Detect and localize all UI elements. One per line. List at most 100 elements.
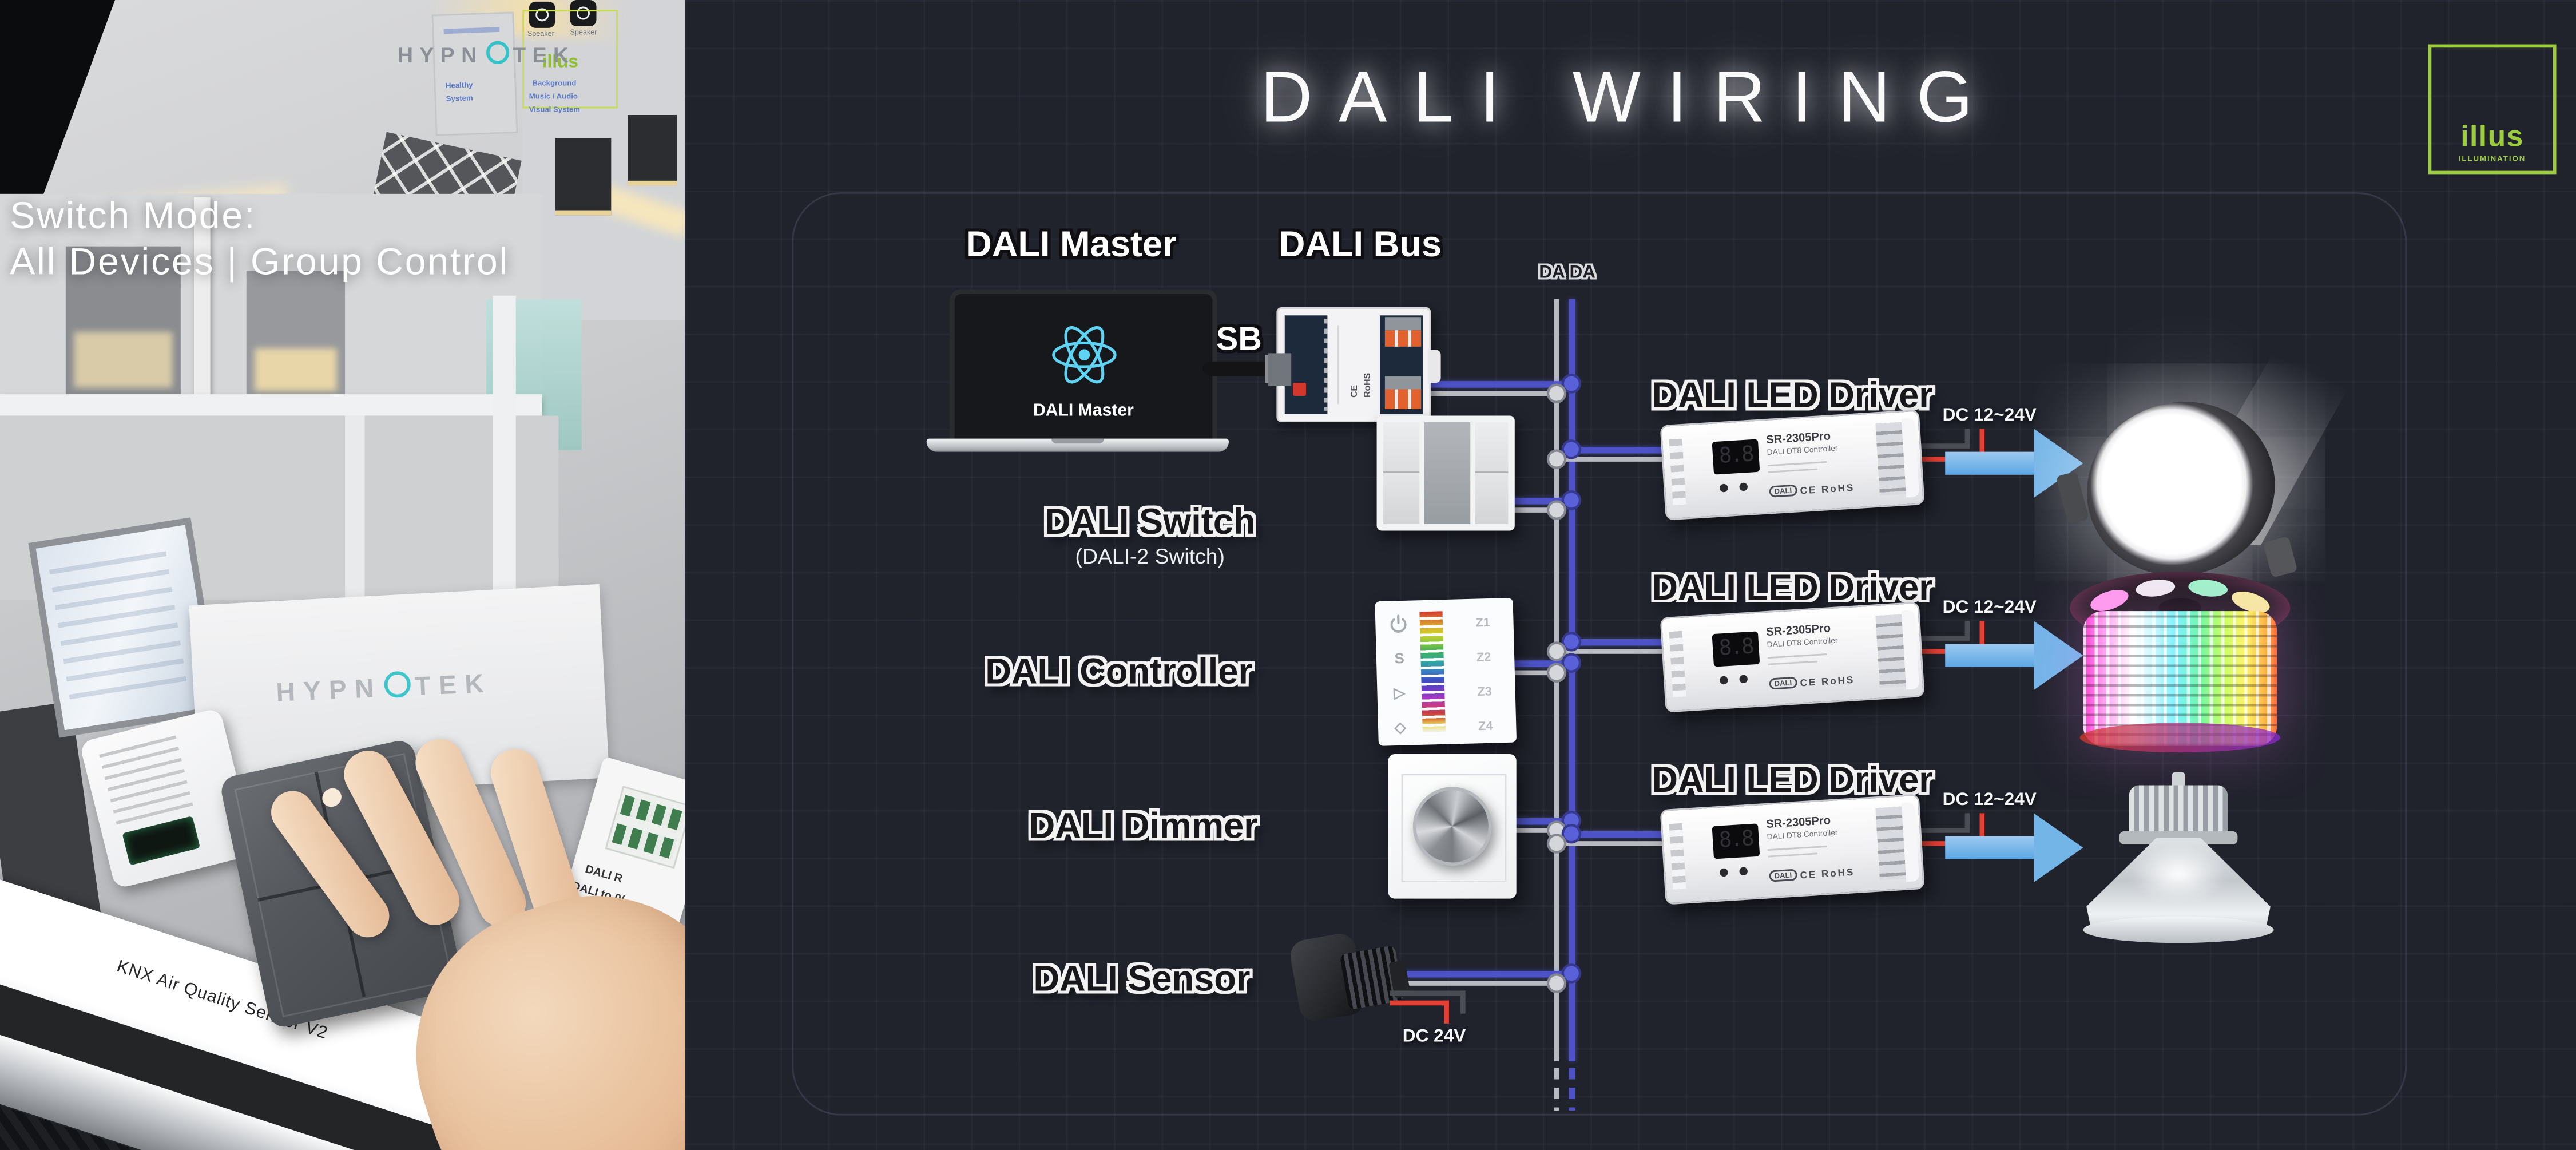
model-wall-edge [493,295,516,592]
driver-button [1739,867,1748,876]
play-icon: ▷ [1393,684,1406,701]
usb-cable [1202,361,1272,376]
switch-center-column [1424,422,1471,524]
led-driver-label-1: DALI LED Driver [1652,374,1933,416]
dali-controller-label: DALI Controller [985,651,1253,692]
speaker-ring [577,6,590,20]
laptop-screen: DALI Master [949,289,1218,446]
driver-type: DALI DT8 Controller [1767,637,1839,651]
psu-left-panel [1284,315,1328,414]
driver3-dc-label: DC 12~24V [1942,789,2037,810]
driver3-dc-red [1902,841,1985,846]
illus-logo-box: illus ILLUMINATION [2428,44,2557,175]
dali-dimmer-label: DALI Dimmer [1029,804,1258,846]
room-floor-glow [74,332,173,388]
junction-dot [1563,655,1579,671]
psu-terminal-gray [1384,317,1422,331]
driver-7seg-display: 8.8 [1712,823,1760,859]
junction-dot [1563,634,1579,649]
psu-to-bus-wire-blue [1410,381,1569,388]
driver-type: DALI DT8 Controller [1767,830,1839,843]
output-arrow-head-2 [2034,621,2083,690]
output-arrow-head-3 [2034,813,2083,882]
brand-pre: HYPN [397,42,483,68]
cert-text: CE RoHS [1800,869,1855,882]
driver-type: DALI DT8 Controller [1767,446,1839,458]
driver-terminal-left [1669,630,1686,697]
reel-cutout [2135,578,2176,598]
speaker-caption: Speaker [570,27,597,37]
driver-terminal-right [1875,614,1906,688]
da-da-label: DA DA [1539,263,1596,283]
react-logo-icon [1051,326,1116,384]
driver2-dc-label: DC 12~24V [1942,597,2037,617]
grid-background [685,0,2576,1150]
speaker-icon [529,1,555,28]
bus-to-driver2-wire-gray [1559,649,1669,654]
poster-card-line: Visual System [529,105,580,114]
controller-to-bus-wire-gray [1508,670,1554,676]
bus-to-driver3-wire-blue [1575,831,1669,838]
brand-o-ring-icon [486,41,510,64]
dali-bus-psu: CE RoHS [1268,307,1441,422]
device-vents [99,735,193,825]
led-driver-label-2: DALI LED Driver [1652,566,1933,608]
highbay-heatsink [2129,785,2228,835]
junction-dot [1549,386,1564,401]
switch-rocker [1383,422,1420,473]
poster-green-frame [522,10,618,109]
ceiling-cutout [555,138,612,216]
highbay-hook [2172,772,2185,789]
sensor-dc-label: DC 24V [1402,1026,1466,1047]
dali-mark: DALI [1769,484,1797,498]
scene-icon: S [1394,650,1405,667]
brand-post: TEK [513,42,575,68]
overlay-caption-line1: Switch Mode: [10,193,257,237]
driver-model: SR-2305Pro [1765,815,1831,831]
poster-card-line: Healthy [445,80,473,90]
dali-dimmer-device [1388,754,1517,899]
junction-dot [1549,451,1564,467]
zone-label-z4: Z4 [1478,718,1493,734]
driver-button [1719,868,1728,877]
dimmer-inner-frame [1401,774,1507,882]
driver-print-line [1767,653,1827,659]
bus-continuation-dashed-blue [1569,1068,1576,1111]
driver-model: SR-2305Pro [1765,623,1831,639]
speaker-caption: Speaker [527,29,554,38]
relay-terminals [612,823,677,860]
dali-bus-label: DALI Bus [1279,223,1442,265]
psu-din-clip [1427,350,1441,383]
driver-print-line [1768,468,1817,473]
switch-to-bus-wire-gray [1508,507,1554,513]
dali-bus-wire-blue [1569,299,1576,1061]
driver2-dc-red-drop [1979,621,1985,652]
relay-device [605,786,685,869]
bus-to-driver3-wire-gray [1559,841,1669,846]
junction-dot [1563,376,1579,391]
driver-button [1739,675,1748,684]
speaker-ring [535,8,549,22]
junction-dot [1549,975,1564,991]
dimmer-knob [1412,787,1492,866]
model-wall-top [0,394,542,416]
psu-rohs-mark: RoHS [1363,372,1374,398]
driver1-dc-red [1902,457,1985,462]
driver1-dc-label: DC 12~24V [1942,405,2037,425]
junction-dot [1563,966,1579,981]
switch-to-bus-wire-blue [1508,498,1569,505]
psu-to-bus-wire-gray [1410,391,1554,396]
switch-rocker [1475,473,1509,524]
driver2-dc-gray-drop [1964,621,1970,639]
driver3-dc-red-drop [1979,813,1985,844]
laptop-base [926,438,1229,452]
wall-brand-post: TEK [414,670,493,702]
driver-model: SR-2305Pro [1765,431,1831,447]
psu-ce-mark: CE [1350,384,1360,398]
bus-continuation-dashed-gray [1554,1068,1559,1111]
